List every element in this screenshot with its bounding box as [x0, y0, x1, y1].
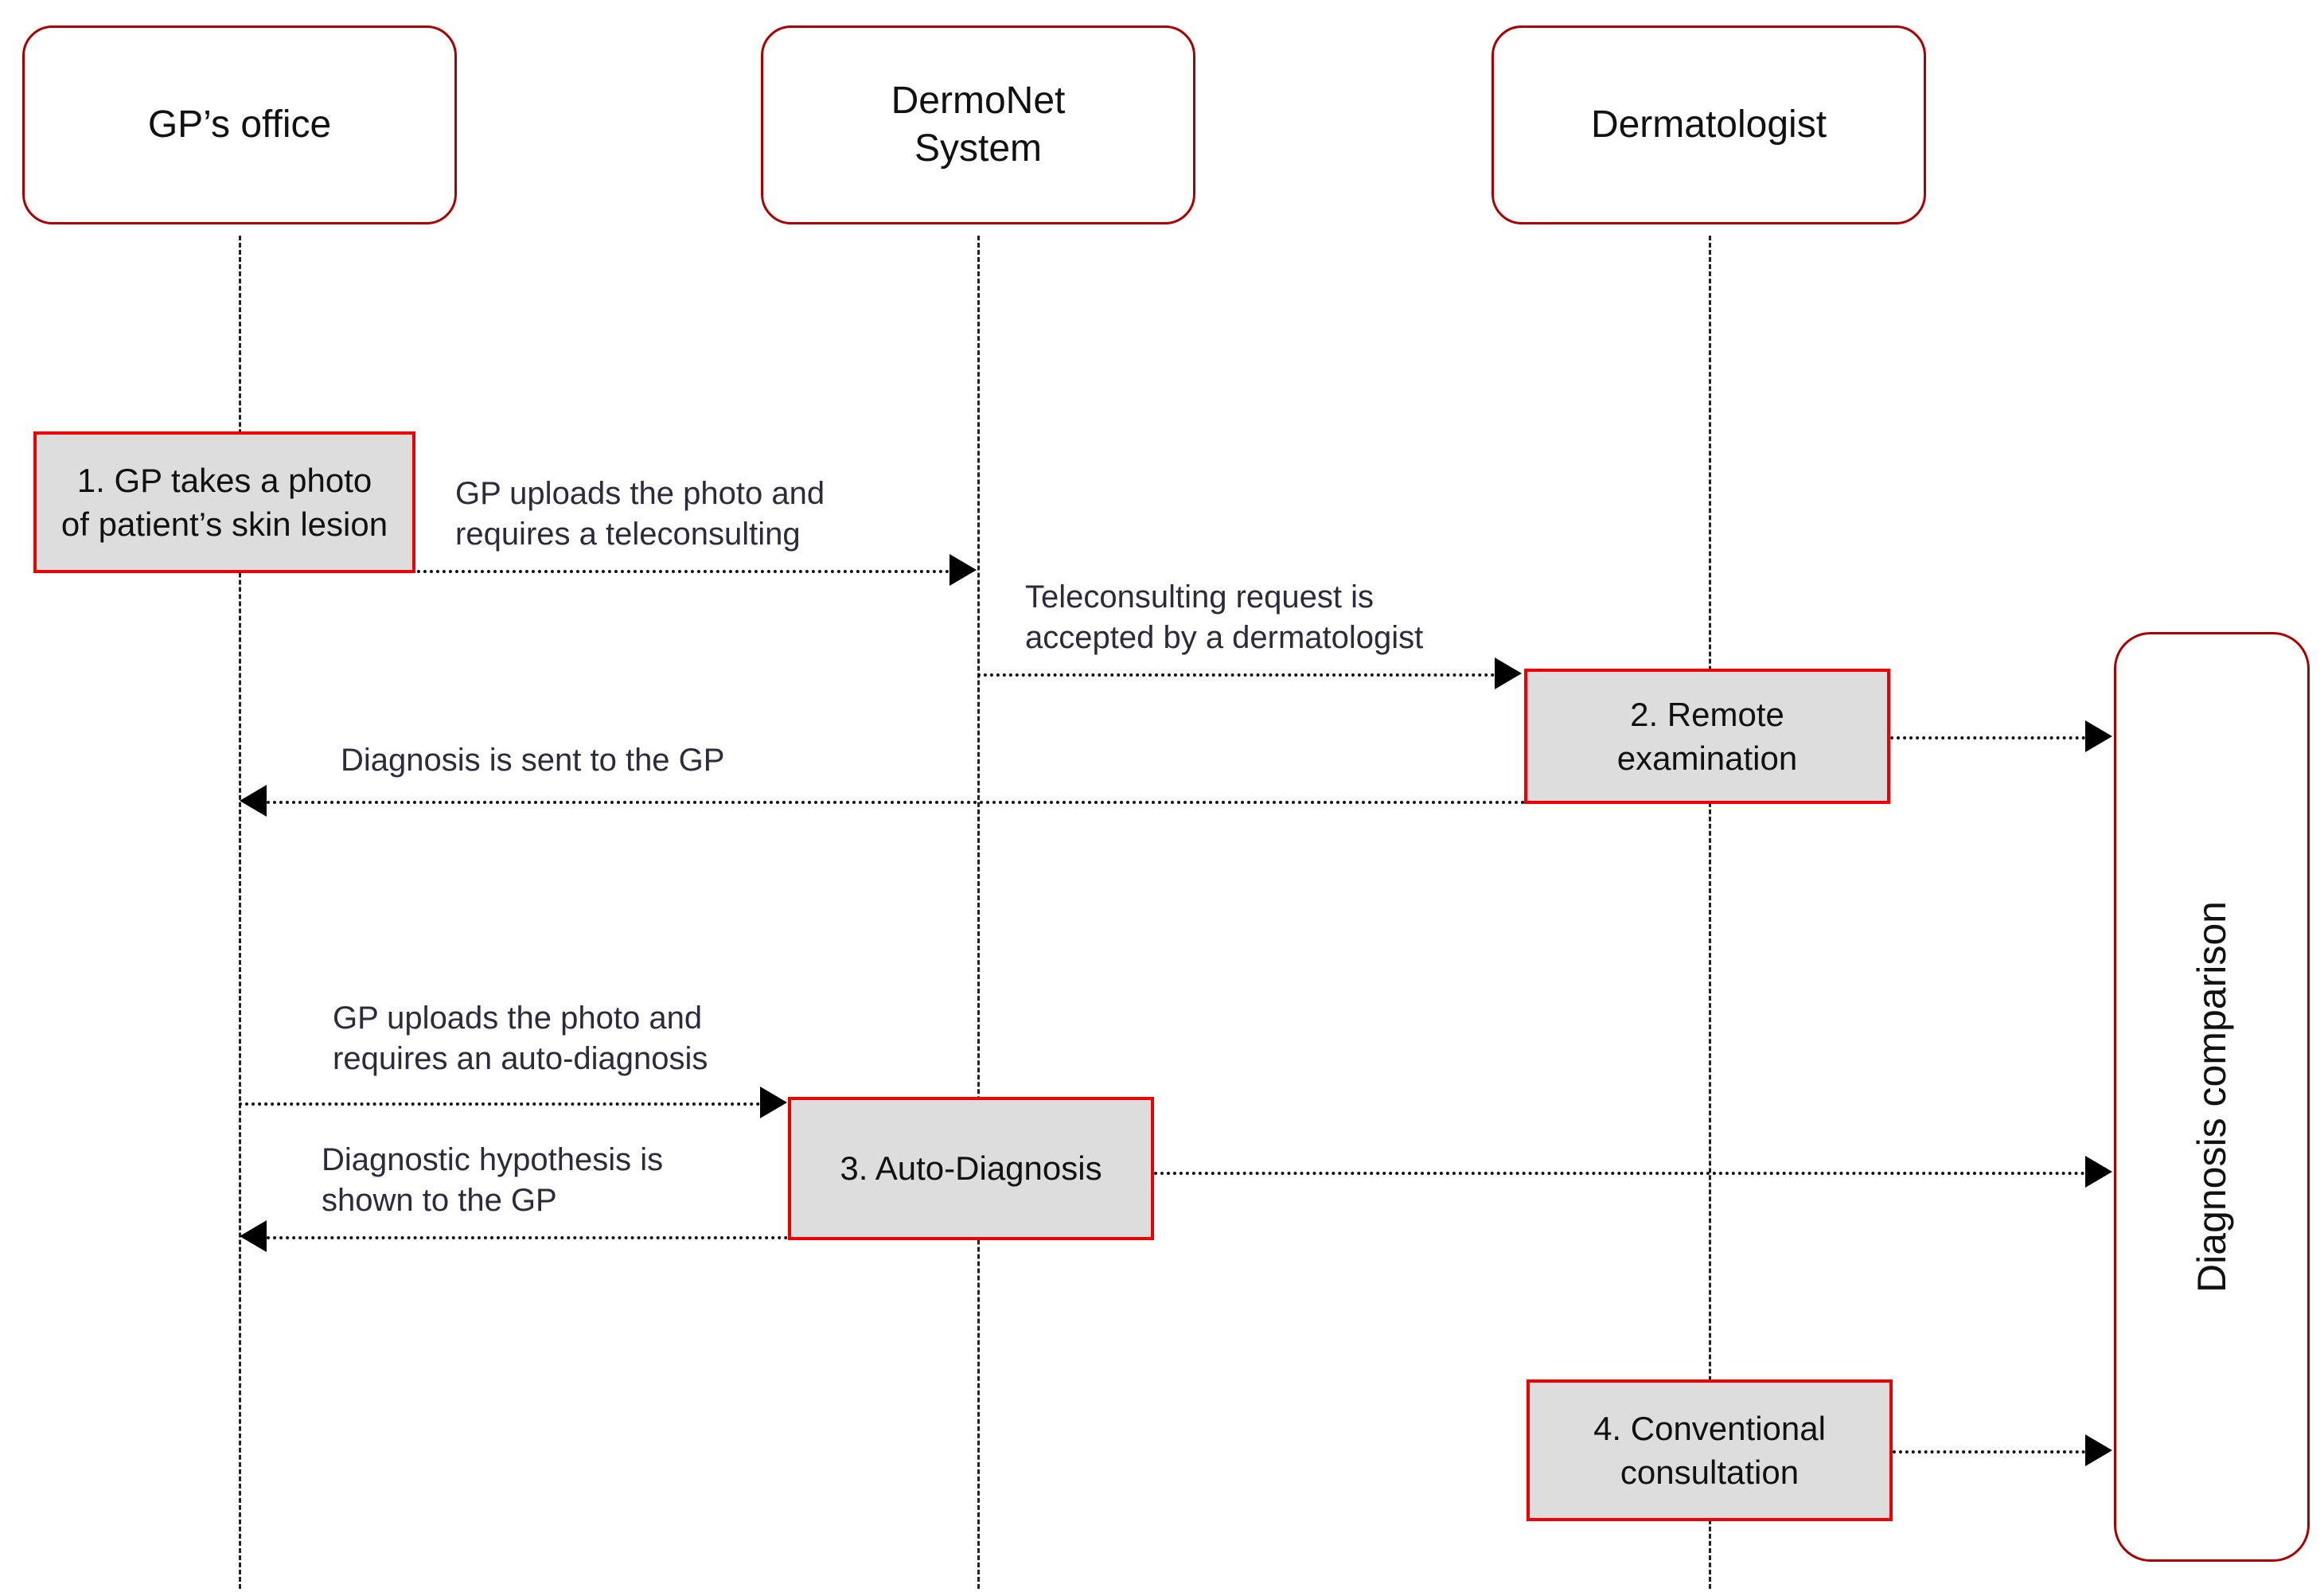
message-arrowhead-teleconsulting-accepted [1495, 657, 1522, 689]
action-label-conventional-consultation: 4. Conventional consultation [1593, 1409, 1826, 1491]
action-label-gp-takes-photo: 1. GP takes a photo of patient’s skin le… [60, 461, 388, 543]
message-line-auto-diagnosis-to-comparison [1154, 1172, 2085, 1175]
lifeline-dermonet-system [977, 236, 980, 1589]
action-box-conventional-consultation[interactable]: 4. Conventional consultation [1527, 1379, 1893, 1521]
actor-label-dermatologist: Dermatologist [1590, 103, 1827, 146]
message-line-remote-exam-to-comparison [1890, 736, 2085, 739]
message-line-diagnostic-hypothesis-shown [267, 1236, 788, 1239]
action-box-gp-takes-photo[interactable]: 1. GP takes a photo of patient’s skin le… [33, 431, 415, 573]
diagnosis-comparison-label: Diagnosis comparison [2189, 901, 2234, 1293]
message-arrowhead-remote-exam-to-comparison [2085, 720, 2112, 752]
message-arrowhead-diagnostic-hypothesis-shown [240, 1220, 267, 1252]
message-arrowhead-conventional-to-comparison [2085, 1434, 2112, 1466]
lifeline-gp-office [239, 236, 241, 1589]
message-arrowhead-auto-diagnosis-to-comparison [2085, 1156, 2112, 1188]
message-line-conventional-to-comparison [1893, 1450, 2085, 1453]
message-line-teleconsulting-accepted [977, 673, 1495, 677]
message-arrowhead-gp-uploads-teleconsulting [949, 554, 977, 586]
message-line-gp-uploads-auto-diagnosis [239, 1102, 760, 1106]
message-label-gp-uploads-teleconsulting: GP uploads the photo and requires a tele… [455, 476, 825, 552]
message-line-gp-uploads-teleconsulting [239, 570, 949, 573]
actor-label-gp-office: GP’s office [147, 103, 332, 146]
actor-header-dermonet-system[interactable]: DermoNet System [761, 25, 1195, 224]
message-line-diagnosis-sent-to-gp [267, 801, 1526, 804]
actor-header-gp-office[interactable]: GP’s office [22, 25, 457, 224]
actor-header-dermatologist[interactable]: Dermatologist [1491, 25, 1926, 224]
action-box-auto-diagnosis[interactable]: 3. Auto-Diagnosis [788, 1097, 1154, 1240]
actor-label-dermonet-system: DermoNet System [891, 80, 1066, 170]
action-label-auto-diagnosis: 3. Auto-Diagnosis [840, 1149, 1102, 1188]
action-box-remote-examination[interactable]: 2. Remote examination [1524, 669, 1890, 804]
message-arrowhead-gp-uploads-auto-diagnosis [760, 1087, 787, 1118]
lifeline-dermatologist [1709, 236, 1711, 1589]
message-label-gp-uploads-auto-diagnosis: GP uploads the photo and requires an aut… [333, 1001, 708, 1077]
message-label-diagnosis-sent-to-gp: Diagnosis is sent to the GP [341, 743, 725, 778]
action-label-remote-examination: 2. Remote examination [1616, 695, 1798, 777]
message-arrowhead-diagnosis-sent-to-gp [240, 785, 267, 817]
message-label-diagnostic-hypothesis-shown: Diagnostic hypothesis is shown to the GP [322, 1142, 664, 1219]
message-label-teleconsulting-accepted: Teleconsulting request is accepted by a … [1025, 579, 1424, 656]
diagnosis-comparison-box[interactable]: Diagnosis comparison [2114, 632, 2310, 1562]
